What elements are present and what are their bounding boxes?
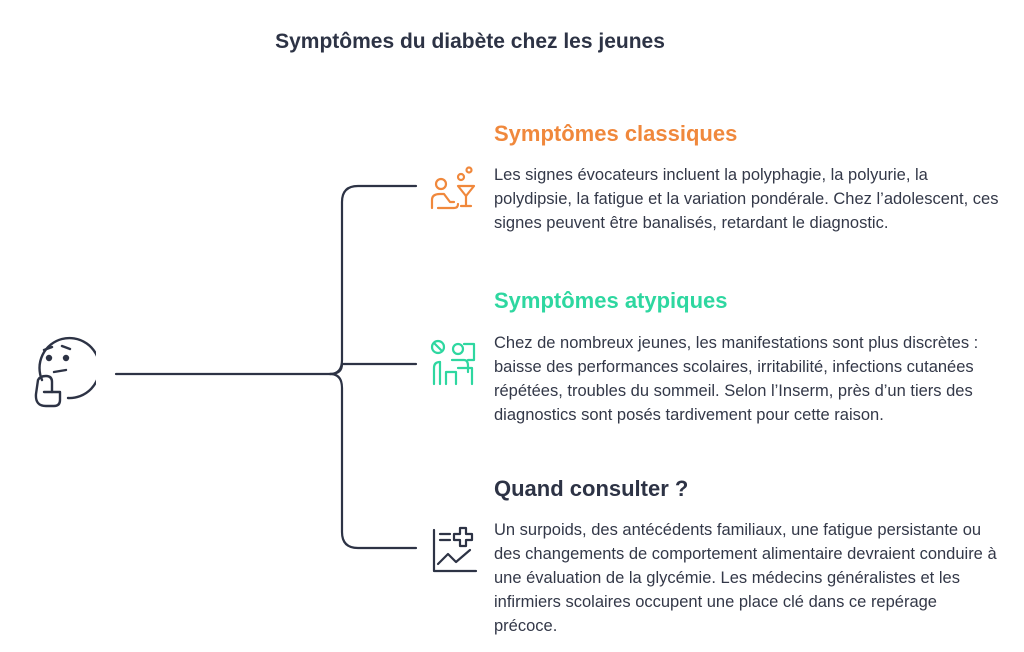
health-chart-icon bbox=[432, 526, 478, 573]
branch-body-atypiques: Chez de nombreux jeunes, les manifestati… bbox=[494, 334, 979, 424]
thinking-face-icon bbox=[34, 336, 96, 408]
connector-middle bbox=[328, 362, 418, 376]
connector-top bbox=[328, 184, 418, 376]
branch-heading-classiques: Symptômes classiques bbox=[494, 121, 738, 146]
branch-body-classiques: Les signes évocateurs incluent la polyph… bbox=[494, 166, 999, 232]
branch-body-consulter: Un surpoids, des antécédents familiaux, … bbox=[494, 521, 997, 635]
branch-heading-atypiques: Symptômes atypiques bbox=[494, 288, 728, 313]
diagram-title: Symptômes du diabète chez les jeunes bbox=[275, 30, 665, 53]
person-at-desk-icon bbox=[430, 339, 476, 386]
branch-heading-consulter: Quand consulter ? bbox=[494, 476, 689, 501]
connector-bottom bbox=[328, 372, 418, 550]
person-drink-icon bbox=[430, 166, 476, 210]
